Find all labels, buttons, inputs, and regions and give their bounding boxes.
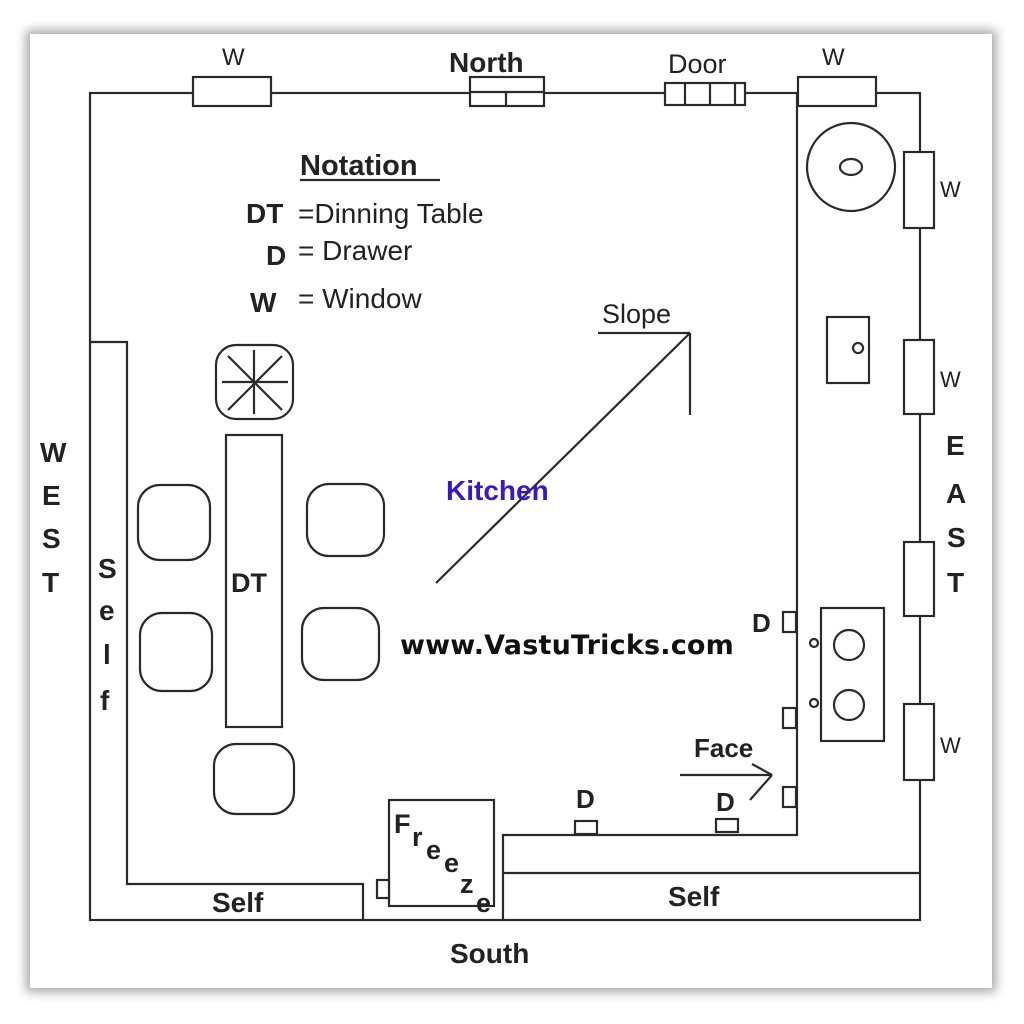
freeze-letter-3: e — [426, 835, 441, 865]
chair-bottom — [212, 742, 296, 816]
sink-tap-2 — [808, 697, 820, 709]
self-left-letter-4: f — [100, 685, 110, 716]
notation-key-d: D — [266, 240, 286, 271]
window-label-north-right: W — [822, 44, 845, 71]
west-self-shelf — [90, 340, 365, 920]
round-basin-drain — [838, 157, 864, 177]
freeze-letter-5: z — [460, 869, 474, 899]
west-letter-4: T — [42, 567, 59, 598]
chair-right-2 — [300, 606, 381, 682]
east-window-3 — [902, 540, 936, 618]
notation-value-d: = Drawer — [298, 235, 412, 266]
east-letter-3: S — [947, 522, 966, 553]
east-counter — [501, 93, 799, 920]
double-sink — [819, 606, 886, 743]
west-letter-3: S — [42, 523, 61, 554]
east-window-1 — [902, 150, 936, 230]
notation-key-w: W — [250, 287, 277, 318]
north-window-right — [796, 75, 878, 108]
self-bottom-right-label: Self — [668, 881, 720, 912]
diagram-frame — [30, 34, 992, 988]
north-label: North — [449, 47, 524, 78]
east-letter-2: A — [946, 478, 966, 509]
slope-label: Slope — [602, 299, 671, 329]
kitchen-label: Kitchen — [446, 475, 549, 506]
self-left-letter-2: e — [99, 595, 115, 626]
fan-icon — [214, 343, 295, 421]
drawer-box-4 — [573, 819, 599, 836]
self-bottom-left-label: Self — [212, 887, 264, 918]
east-window-4 — [902, 702, 936, 782]
drawer-box-2 — [781, 706, 798, 730]
chair-right-1 — [305, 482, 386, 558]
sink-bowl-2 — [832, 688, 866, 722]
round-basin — [805, 121, 897, 213]
east-letter-4: T — [947, 567, 964, 598]
face-label: Face — [694, 733, 753, 763]
face-arrow — [680, 763, 773, 801]
self-left-letter-1: S — [98, 553, 117, 584]
dining-table-label: DT — [231, 568, 267, 598]
west-letter-1: W — [40, 437, 67, 468]
window-label-east-1: W — [940, 177, 961, 202]
dining-table — [224, 433, 284, 729]
freeze-letter-1: F — [394, 809, 411, 839]
freeze-box — [387, 798, 496, 908]
website-watermark: www.VastuTricks.com — [400, 630, 734, 661]
freeze-handle — [375, 878, 391, 900]
notation-value-dt: =Dinning Table — [298, 198, 484, 229]
tap-knob — [851, 341, 865, 355]
window-label-north-left: W — [222, 44, 245, 71]
window-label-east-2: W — [940, 367, 961, 392]
chair-left-1 — [136, 483, 212, 562]
drawer-label-2: D — [576, 784, 595, 814]
south-label: South — [450, 938, 529, 969]
freeze-letter-6: e — [476, 888, 491, 918]
notation-value-w: = Window — [298, 283, 422, 314]
window-label-east-4: W — [940, 733, 961, 758]
drawer-box-5 — [714, 817, 740, 834]
sink-bowl-1 — [832, 628, 866, 662]
tap-box — [825, 315, 871, 385]
east-letter-1: E — [946, 430, 965, 461]
chair-left-2 — [138, 611, 214, 693]
east-window-2 — [902, 338, 936, 416]
freeze-letter-4: e — [444, 848, 459, 878]
door-label: Door — [668, 49, 727, 79]
north-window-left — [191, 75, 273, 108]
notation-title: Notation — [300, 150, 418, 182]
sink-tap-1 — [808, 637, 820, 649]
drawer-box-3 — [781, 785, 798, 809]
drawer-label-1: D — [752, 608, 771, 638]
freeze-letter-2: r — [412, 822, 423, 852]
drawer-label-3: D — [716, 787, 735, 817]
self-left-letter-3: l — [103, 639, 111, 670]
west-letter-2: E — [42, 480, 61, 511]
north-door — [663, 81, 747, 107]
slope-arrow — [435, 331, 692, 584]
notation-key-dt: DT — [246, 198, 283, 229]
drawer-box-1 — [781, 610, 798, 634]
